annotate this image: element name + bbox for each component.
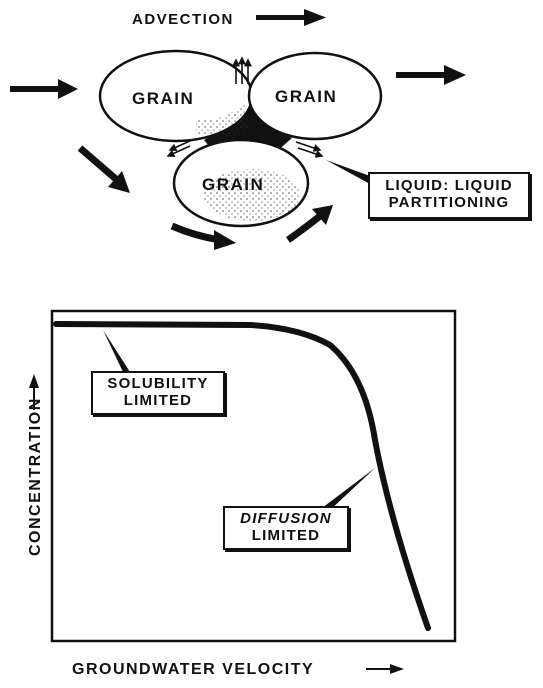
concentration-curve [53,321,431,631]
advection-label: ADVECTION [132,11,234,28]
flow-arrow-lower-left-icon [77,145,130,193]
partitioning-callout-line2: PARTITIONING [388,194,510,211]
flow-arrow-bottom-right-icon [285,205,333,243]
pore-fluid [204,92,292,152]
grain-flow-diagram: ADVECTION [10,9,466,250]
y-axis-arrow-icon [29,374,39,410]
right-diffusion-arrows-icon [295,141,324,158]
advection-arrow-icon [256,9,326,26]
x-axis-arrow-icon [366,664,404,674]
solubility-callout: SOLUBILITY LIMITED [91,371,225,415]
solubility-leader [103,330,130,374]
diffusion-callout-line1: DIFFUSION [240,510,332,527]
inflow-arrow-icon [10,79,78,99]
upward-diffusion-arrows-icon [232,56,252,84]
grain-left: GRAIN [98,49,254,143]
outflow-arrow-icon [396,65,466,85]
plot-frame [50,309,457,643]
grain-right-label: GRAIN [275,87,337,106]
solubility-callout-line2: LIMITED [123,392,193,409]
y-axis-label: CONCENTRATION [27,397,44,556]
x-axis-label: GROUNDWATER VELOCITY [72,661,314,678]
grain-left-label: GRAIN [132,89,194,108]
partitioning-callout-line1: LIQUID: LIQUID [385,177,513,194]
partitioning-callout: LIQUID: LIQUID PARTITIONING [368,172,530,219]
diffusion-callout: DIFFUSION LIMITED [223,506,349,550]
partition-leader [326,160,370,184]
diffusion-callout-line2: LIMITED [251,527,321,544]
solubility-callout-line1: SOLUBILITY [107,375,209,392]
flow-arrow-bottom-icon [170,222,236,250]
grain-bottom: GRAIN [172,138,310,228]
left-diffusion-arrows-icon [166,139,193,157]
grain-right: GRAIN [247,51,383,141]
grain-bottom-label: GRAIN [202,175,264,194]
